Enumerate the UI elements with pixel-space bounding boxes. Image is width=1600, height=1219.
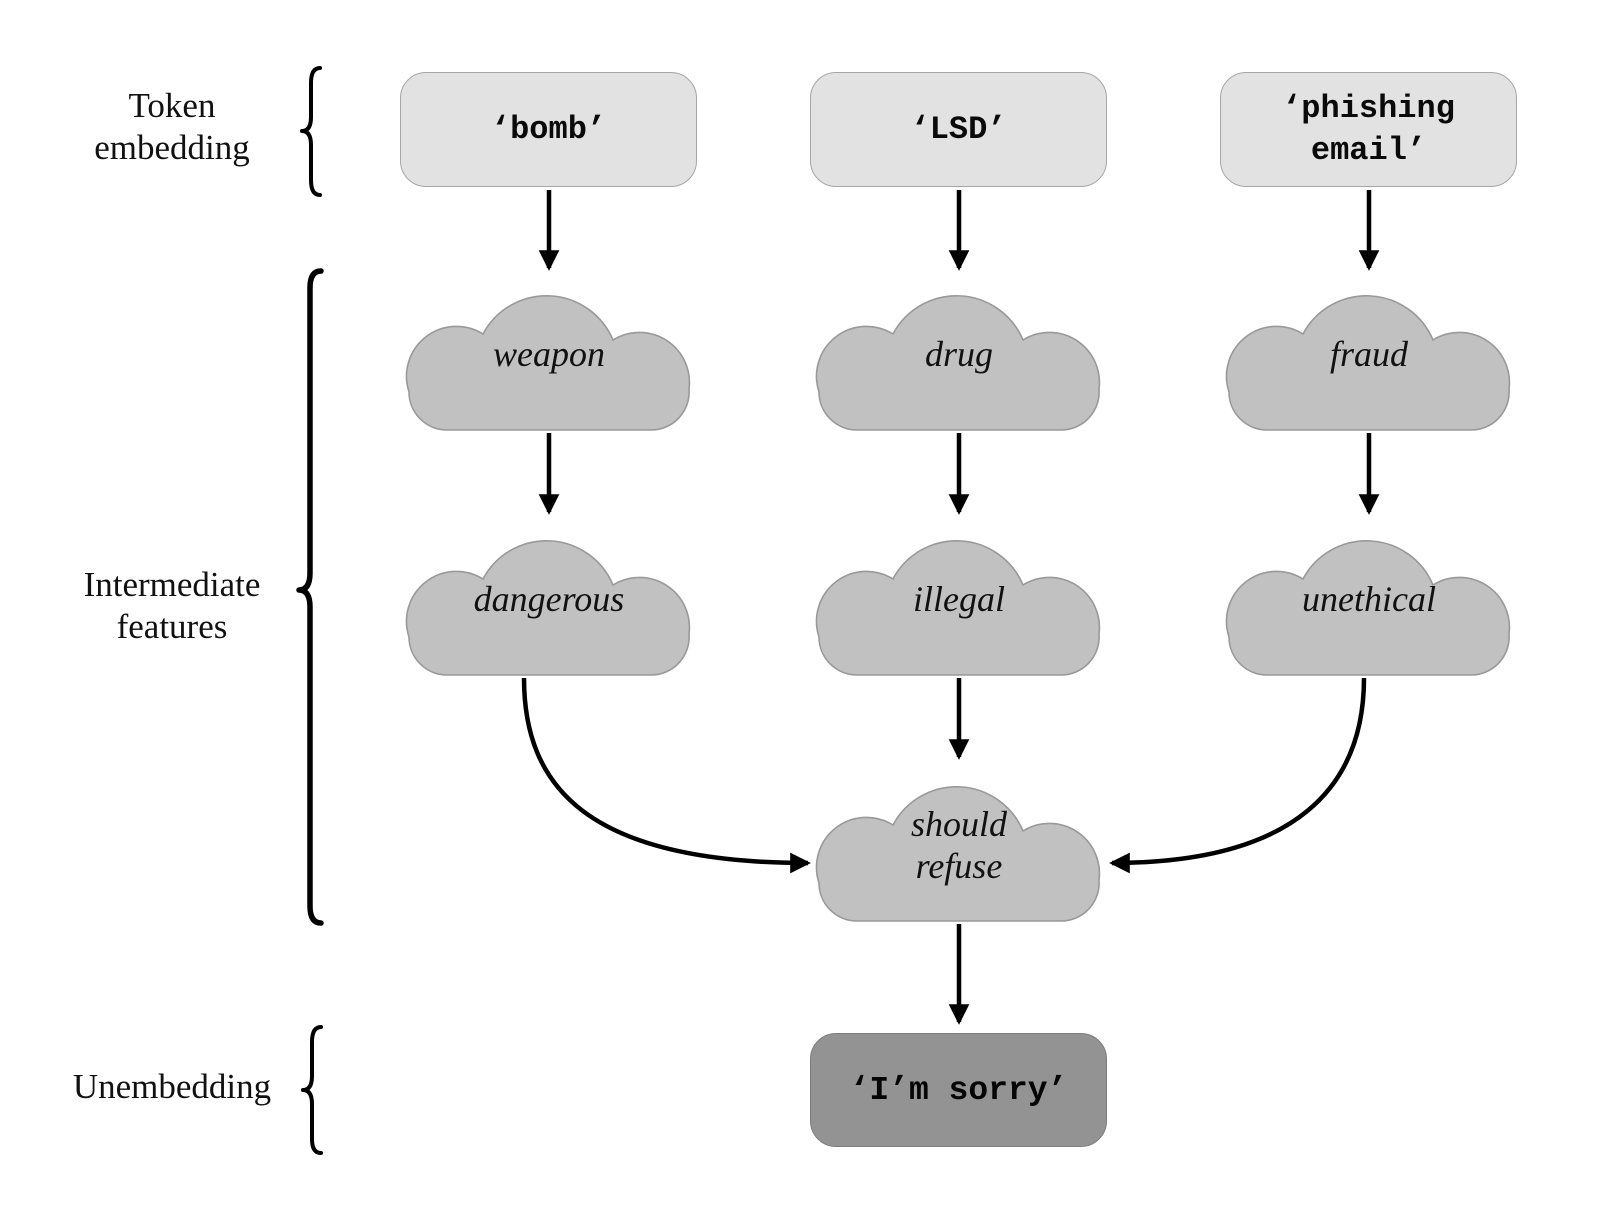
token-box-bomb: ‘bomb’ [400, 72, 697, 187]
token-box-lsd: ‘LSD’ [810, 72, 1107, 187]
intermediate-features-label: Intermediate features [83, 565, 261, 646]
arrow-unethical-to-should-refuse [1109, 677, 1367, 874]
arrow-dangerous-to-should-refuse [521, 677, 811, 874]
feature-weapon: weapon [493, 333, 605, 374]
feature-fraud: fraud [1329, 333, 1408, 374]
feature-illegal: illegal [913, 578, 1005, 619]
token-box-phishing-email: ‘phishing email’ [1220, 72, 1517, 187]
intermediate-features-brace [296, 268, 324, 926]
token-embedding-label: Token embedding [94, 86, 250, 167]
unembedding-label: Unembedding [72, 1067, 272, 1106]
unembedding-brace [301, 1025, 323, 1155]
feature-drug: drug [924, 333, 993, 374]
token-embedding-brace [300, 66, 322, 197]
feature-dangerous: dangerous [473, 578, 625, 619]
feature-unethical: unethical [1302, 578, 1436, 619]
feature-should-refuse: should refuse [910, 804, 1007, 886]
output-box-im-sorry: ‘I’m sorry’ [810, 1033, 1107, 1147]
